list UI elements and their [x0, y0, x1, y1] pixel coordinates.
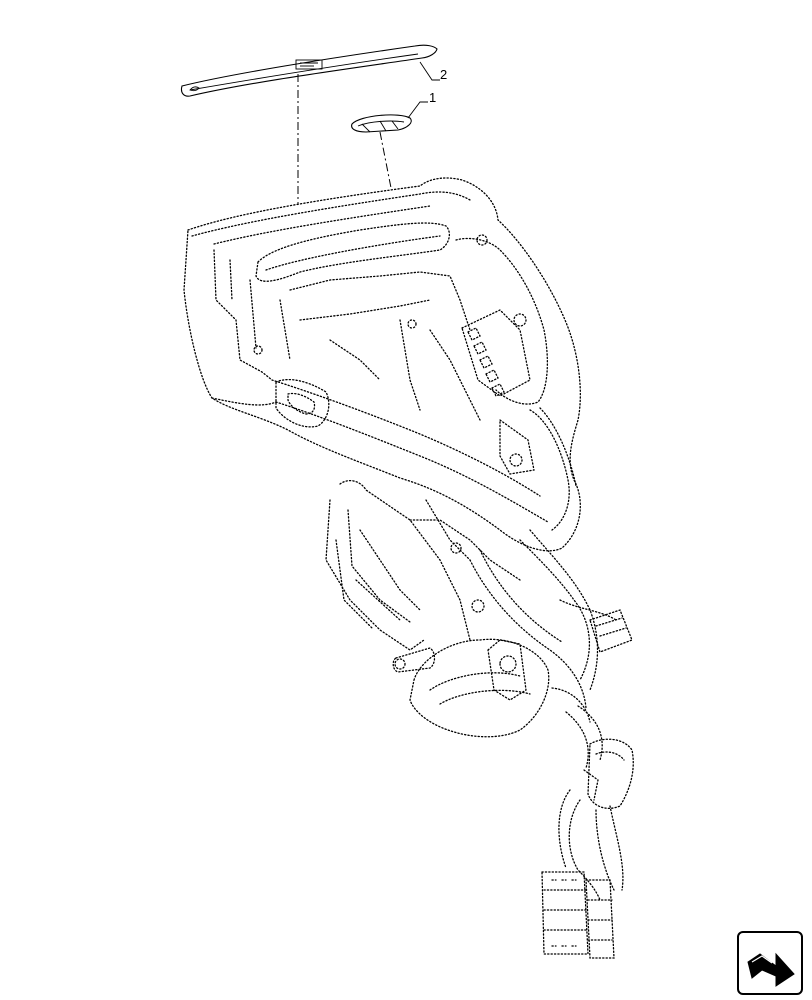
- callout-2-label: 2: [440, 67, 447, 82]
- harness-connector-upper: [589, 609, 633, 653]
- callout-1: 1: [407, 90, 436, 119]
- console-housing: [183, 177, 581, 552]
- wiring-harness: [469, 529, 634, 901]
- assembly-line-clip: [379, 131, 394, 199]
- cover-label-mark: [295, 59, 323, 70]
- cover-end-clip: [189, 86, 200, 92]
- part-2-cover-strip[interactable]: [180, 44, 438, 97]
- arrow-forward-icon[interactable]: [737, 931, 803, 995]
- front-switch-bezel: [275, 378, 330, 428]
- callout-1-label: 1: [429, 90, 436, 105]
- mounting-bracket: [325, 479, 550, 738]
- control-switch-bank: [467, 327, 505, 397]
- callout-2: 2: [419, 61, 447, 82]
- harness-connector-block: [541, 871, 615, 959]
- part-1-clip[interactable]: [351, 114, 412, 133]
- cable-grommet: [583, 738, 634, 809]
